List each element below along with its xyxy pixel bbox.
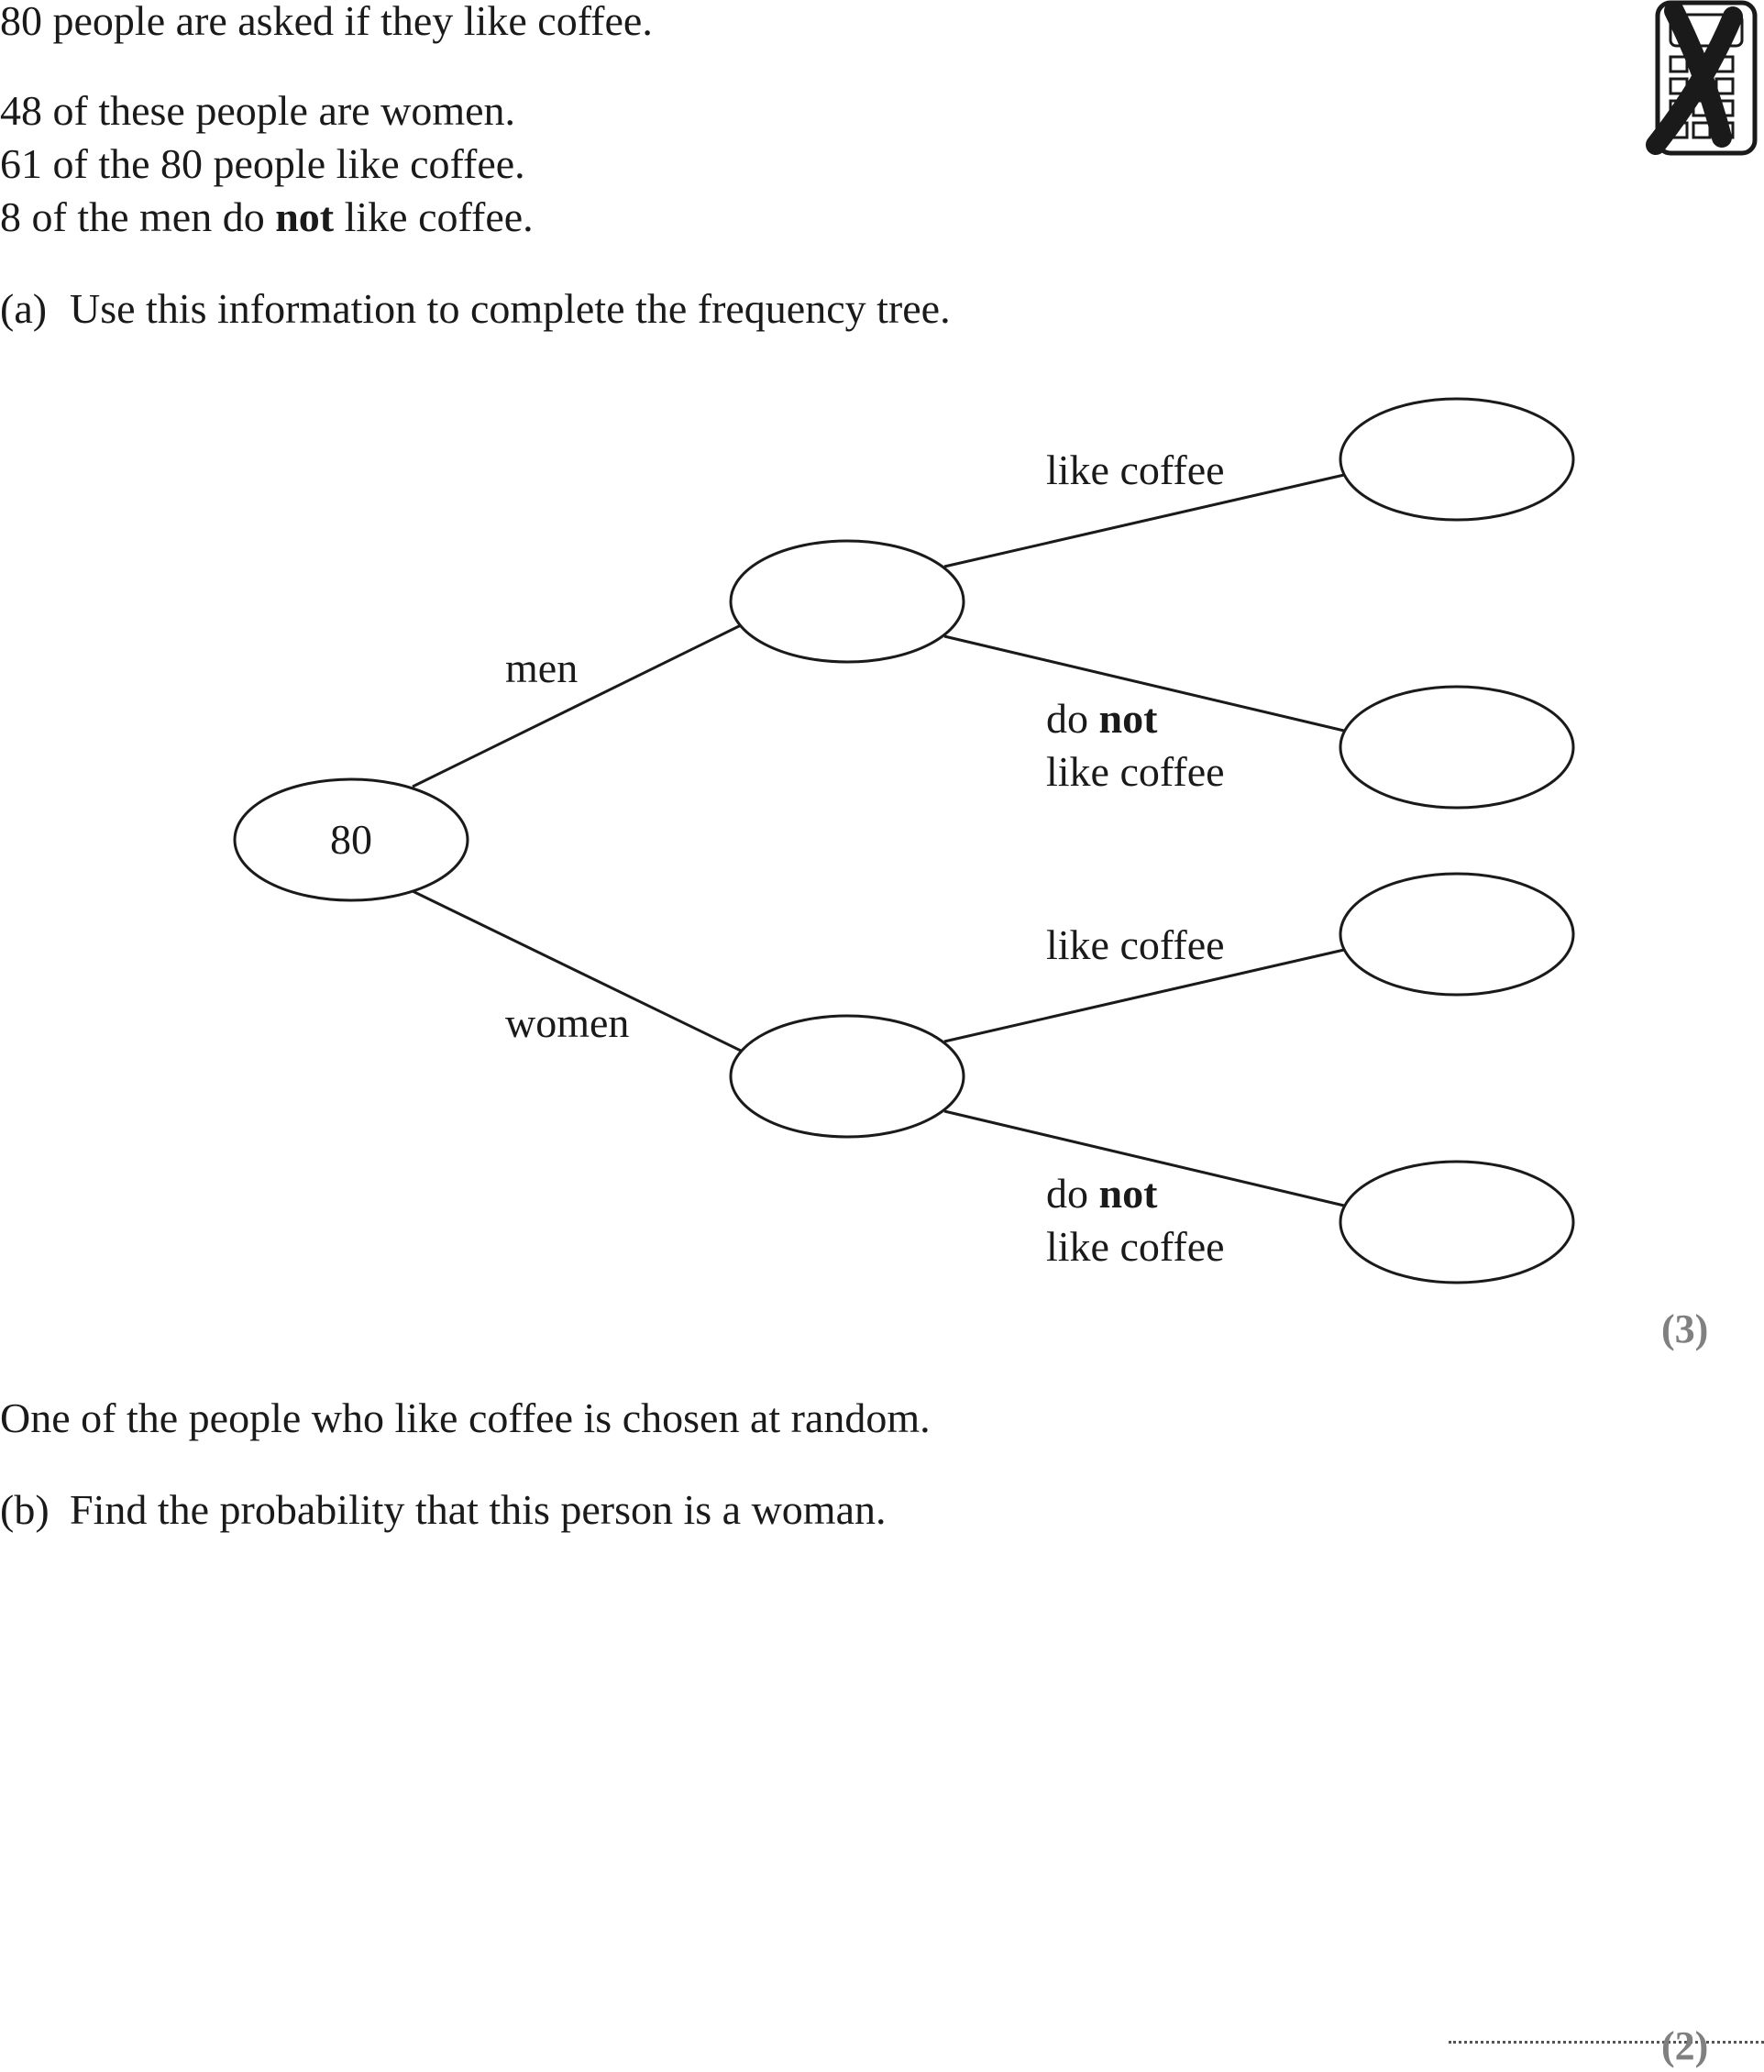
label-men-not-bold: not <box>1099 695 1159 742</box>
frequency-tree <box>233 397 1575 1284</box>
branch-line-women <box>412 889 742 1053</box>
root-node <box>233 777 469 902</box>
label-men-not-do: do <box>1046 695 1099 742</box>
branch-line-men-like <box>943 473 1345 568</box>
intro-line-4: 8 of the men do not like coffee. <box>0 196 534 238</box>
part-a-marks: (3) <box>1661 1306 1709 1351</box>
intro-line-4-end: like coffee. <box>334 193 534 240</box>
men-not-node[interactable] <box>1339 685 1575 810</box>
part-b-lead: One of the people who like coffee is cho… <box>0 1394 931 1441</box>
branch-line-women-not <box>943 1109 1345 1207</box>
women-like-node[interactable] <box>1339 872 1575 997</box>
label-women-not-do: do <box>1046 1170 1099 1217</box>
answer-line[interactable] <box>1449 2041 1764 2044</box>
part-b-text: Find the probability that this person is… <box>70 1486 887 1533</box>
intro-line-1: 80 people are asked if they like coffee. <box>0 0 653 44</box>
men-like-node[interactable] <box>1339 397 1575 522</box>
men-node[interactable] <box>729 539 965 664</box>
label-men-not-line1: do not <box>1046 695 1158 742</box>
label-women-like: like coffee <box>1046 921 1225 968</box>
branch-line-men <box>412 623 742 788</box>
branch-line-women-like <box>943 948 1345 1043</box>
branch-label-women: women <box>505 999 629 1046</box>
branch-line-men-not <box>943 634 1345 733</box>
part-a-text: Use this information to complete the fre… <box>70 285 951 332</box>
part-a-tag: (a) <box>0 285 48 332</box>
part-a-question: (a) Use this information to complete the … <box>0 288 951 330</box>
intro-line-2: 48 of these people are women. <box>0 87 516 134</box>
part-b-marks: (2) <box>1661 2023 1709 2068</box>
root-value: 80 <box>330 816 372 863</box>
label-men-not-line2: like coffee <box>1046 748 1225 795</box>
part-b-question: (b) Find the probability that this person… <box>0 1489 887 1531</box>
part-b-tag: (b) <box>0 1486 50 1533</box>
branch-label-men: men <box>505 645 578 691</box>
no-calculator-icon <box>1646 0 1758 156</box>
label-women-not-bold: not <box>1099 1170 1159 1217</box>
intro-line-4-start: 8 of the men do <box>0 193 276 240</box>
women-not-node[interactable] <box>1339 1160 1575 1284</box>
label-men-like: like coffee <box>1046 446 1225 493</box>
label-women-not-line1: do not <box>1046 1170 1158 1217</box>
intro-line-3: 61 of the 80 people like coffee. <box>0 140 525 187</box>
tree-labels: 80 men women like coffee do not like cof… <box>330 446 1225 1270</box>
intro-line-4-emphasis: not <box>275 193 335 240</box>
women-node[interactable] <box>729 1014 965 1139</box>
label-women-not-line2: like coffee <box>1046 1223 1225 1270</box>
